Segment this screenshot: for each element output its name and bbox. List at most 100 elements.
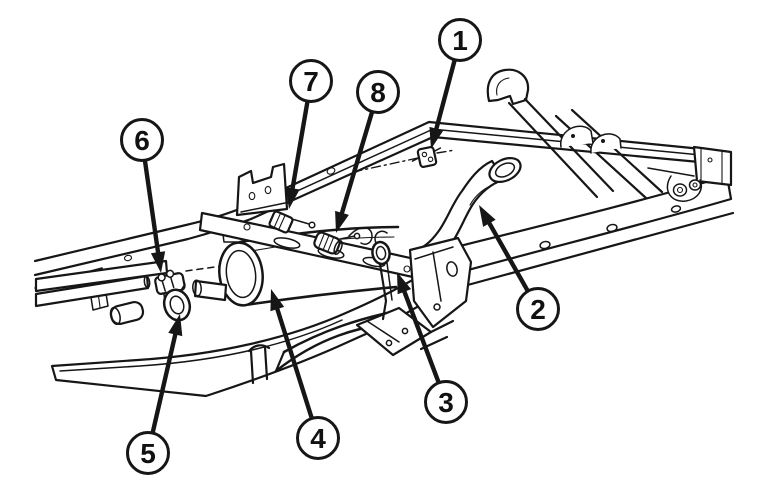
callout-6-number: 6 [134, 125, 150, 156]
callout-8-circle [356, 70, 400, 114]
support-bar-slot-a [273, 237, 301, 249]
rear-clamp-ring-outer [371, 240, 391, 266]
hump-bolt-b [601, 139, 605, 143]
hidden-centerline-left [352, 157, 419, 173]
ring-top-hook [374, 230, 388, 244]
callout-2: 2 [479, 205, 560, 331]
corner-brace-line [647, 167, 695, 177]
near-rail-rear-band [454, 174, 733, 274]
isolator-block [416, 145, 438, 169]
bolt-block [268, 210, 294, 234]
support-bar-hole-a [243, 223, 251, 231]
callout-1-circle [438, 18, 482, 62]
isolator-pin-right [433, 147, 442, 153]
muffler-bottom-edge [243, 285, 398, 307]
bolt-shank [291, 218, 310, 225]
hidden-centerline-right [436, 149, 456, 154]
ribbed-clamp-rib-c [327, 236, 335, 253]
callout-7: 7 [285, 59, 333, 209]
callout-1-arrowhead-icon [429, 126, 444, 149]
callout-7-arrowhead-icon [285, 187, 300, 209]
callout-8-arrowhead-icon [335, 210, 349, 233]
callout-4-number: 4 [310, 423, 326, 454]
support-bar-hole-b [403, 265, 411, 273]
arch-left-cap [274, 350, 286, 373]
pipe-flange-ring [162, 283, 192, 322]
junction-plate-bolt [433, 303, 441, 311]
clamp-stem-b [170, 276, 175, 289]
callout-6-leader-line [142, 159, 162, 263]
callout-3-leader-line [399, 281, 441, 385]
callout-7-circle [289, 59, 333, 103]
rear-crossmembers [486, 68, 664, 200]
callout-5-leader-line [150, 324, 180, 435]
tailpipe-hanger-isolator [411, 145, 442, 169]
bolt-block-body [268, 210, 294, 234]
ribbed-clamp-nut [353, 232, 361, 240]
cab-mount-inner-arc [496, 77, 510, 96]
shackle-eye-a-hole [676, 186, 684, 194]
riser-base-line [240, 202, 286, 213]
rear-corner-box [692, 145, 733, 187]
corner-box-hole [707, 157, 713, 163]
crossmember-b-edge1 [554, 114, 648, 200]
near-rail-hole-c [670, 205, 682, 213]
callout-7-number: 7 [303, 66, 319, 97]
riser-bracket [235, 162, 289, 217]
hanger-cylinder [109, 300, 145, 326]
ribbed-clamp-body-group [313, 231, 343, 256]
callout-4-arrowhead-icon [270, 289, 285, 312]
bolt-block-rib-a [273, 212, 282, 229]
near-frame-rail-rear [454, 174, 735, 288]
callout-4-leader-line [272, 298, 314, 420]
callout-5-arrowhead-icon [168, 314, 183, 337]
spring-hanger-hump-b [590, 133, 622, 154]
ribbed-clamp-rib-b [322, 234, 330, 251]
ribbed-clamp-bolt [339, 235, 356, 240]
kick-hole [326, 167, 336, 175]
ring-outer [162, 288, 192, 322]
callout-6-arrowhead-icon [150, 251, 166, 273]
hump-bolt-a [571, 134, 575, 138]
near-rail-hole-a [539, 240, 551, 250]
rear-corner-shackle [647, 145, 733, 202]
frame-artwork [33, 68, 735, 398]
callout-3-arrowhead-icon [397, 272, 412, 295]
ring-stem-inner [386, 262, 393, 301]
clamp-ubolt-end-b [165, 269, 175, 278]
arch-foot-a [429, 319, 455, 334]
inlet-pipe-lower-end [143, 275, 151, 289]
callout-8-number: 8 [370, 77, 386, 108]
hanger-rod-curve [348, 227, 373, 245]
callout-3-number: 3 [438, 387, 454, 418]
muffler-end-cap [218, 241, 264, 307]
hanger-cylinder-end [109, 306, 121, 325]
callout-2-leader-line [483, 213, 530, 293]
near-rail-hole-b [606, 223, 618, 233]
hanger-cylinder-body [109, 300, 145, 326]
near-rail-rear-flange [462, 211, 735, 288]
isolator-hole-a [421, 151, 428, 158]
callout-7-leader-line [288, 99, 310, 199]
crossmember-a-edge1 [507, 101, 599, 199]
junction-plates [408, 236, 473, 329]
ring-stem [378, 262, 388, 321]
callout-1-number: 1 [452, 25, 468, 56]
callout-3: 3 [397, 272, 468, 424]
far-rail-hole [123, 254, 133, 262]
callout-4: 4 [270, 289, 340, 460]
bolt-nut [308, 221, 316, 229]
bolt-block-rib-b [278, 214, 286, 231]
spring-hanger-hump-a [560, 125, 594, 148]
muffler-inlet-stub-end [192, 279, 202, 297]
callout-2-arrowhead-icon [479, 205, 496, 227]
riser-hole-a [248, 191, 256, 201]
exhaust-inlet-pipes [34, 259, 259, 308]
tailpipe-end-inner-lip [494, 162, 516, 178]
junction-plate-line-a [432, 251, 442, 302]
tailpipe-highlight [469, 182, 498, 206]
arch-bracket-bolt-b [385, 339, 393, 347]
callout-4-circle [296, 416, 340, 460]
